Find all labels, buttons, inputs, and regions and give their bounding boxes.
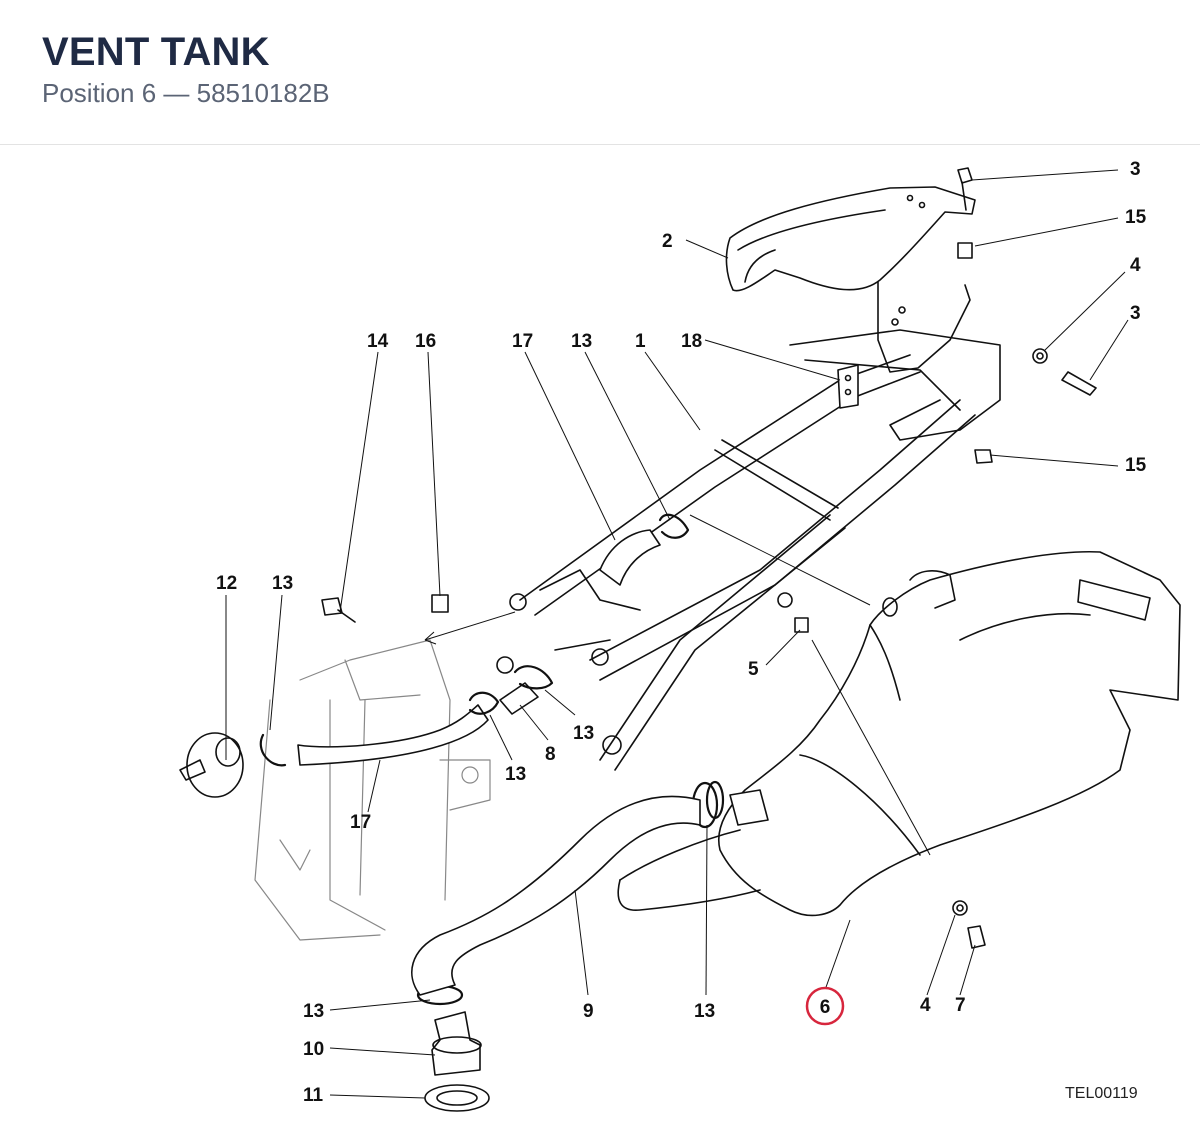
callout-7: 7 <box>955 995 966 1016</box>
part-18-bracket <box>837 364 859 409</box>
part-10-filler-neck <box>431 1011 482 1076</box>
callout-3-mid: 3 <box>1130 303 1141 324</box>
callout-4-bottom: 4 <box>920 995 931 1016</box>
part-17-hose-upper <box>599 529 661 586</box>
leader-lines <box>225 169 1129 1099</box>
page-header: VENT TANK Position 6 — 58510182B <box>0 0 1200 145</box>
main-frame-background <box>254 639 491 941</box>
callout-16: 16 <box>415 331 436 352</box>
callout-11: 11 <box>303 1085 324 1106</box>
callout-13-center: 13 <box>573 723 594 744</box>
part-9-hose <box>411 795 701 996</box>
callout-12: 12 <box>216 573 237 594</box>
callout-2: 2 <box>662 231 673 252</box>
part-17-hose-lower <box>297 704 489 766</box>
callout-13-clamp: 13 <box>505 764 526 785</box>
exploded-parts-diagram: 3 15 4 3 2 14 16 17 13 1 18 15 12 13 5 1… <box>179 159 1181 1112</box>
part-8-short-hose <box>499 682 539 715</box>
callout-3-top: 3 <box>1130 159 1141 180</box>
callout-5: 5 <box>748 659 759 680</box>
part-11-seal-ring <box>424 1084 490 1112</box>
callout-14: 14 <box>367 331 389 352</box>
callout-15-top: 15 <box>1125 207 1147 228</box>
callout-13-bottom: 13 <box>694 1001 715 1022</box>
callout-6: 6 <box>820 997 831 1018</box>
callout-8: 8 <box>545 744 556 765</box>
page-subtitle: Position 6 — 58510182B <box>42 78 330 108</box>
callout-18: 18 <box>681 331 702 352</box>
callout-4-top: 4 <box>1130 255 1141 276</box>
highlight-ring <box>805 986 845 1026</box>
callout-15-mid: 15 <box>1125 455 1147 476</box>
callout-17-top: 17 <box>512 331 533 352</box>
fasteners <box>321 167 1097 949</box>
part-12-filler-cap <box>179 732 244 798</box>
part-1-rear-subframe <box>496 329 1001 771</box>
callout-1: 1 <box>635 331 646 352</box>
callout-13-lower-left: 13 <box>303 1001 324 1022</box>
callout-13-left: 13 <box>272 573 293 594</box>
callout-10: 10 <box>303 1039 324 1060</box>
page-title: VENT TANK <box>42 30 270 74</box>
drawing-code: TEL00119 <box>1065 1085 1138 1102</box>
callout-17-bottom: 17 <box>350 812 371 833</box>
part-2-grab-handle <box>725 186 976 373</box>
callout-6-highlighted[interactable]: 6 <box>805 986 845 1026</box>
callout-9: 9 <box>583 1001 594 1022</box>
part-6-vent-tank <box>617 550 1181 917</box>
callout-13-top: 13 <box>571 331 592 352</box>
